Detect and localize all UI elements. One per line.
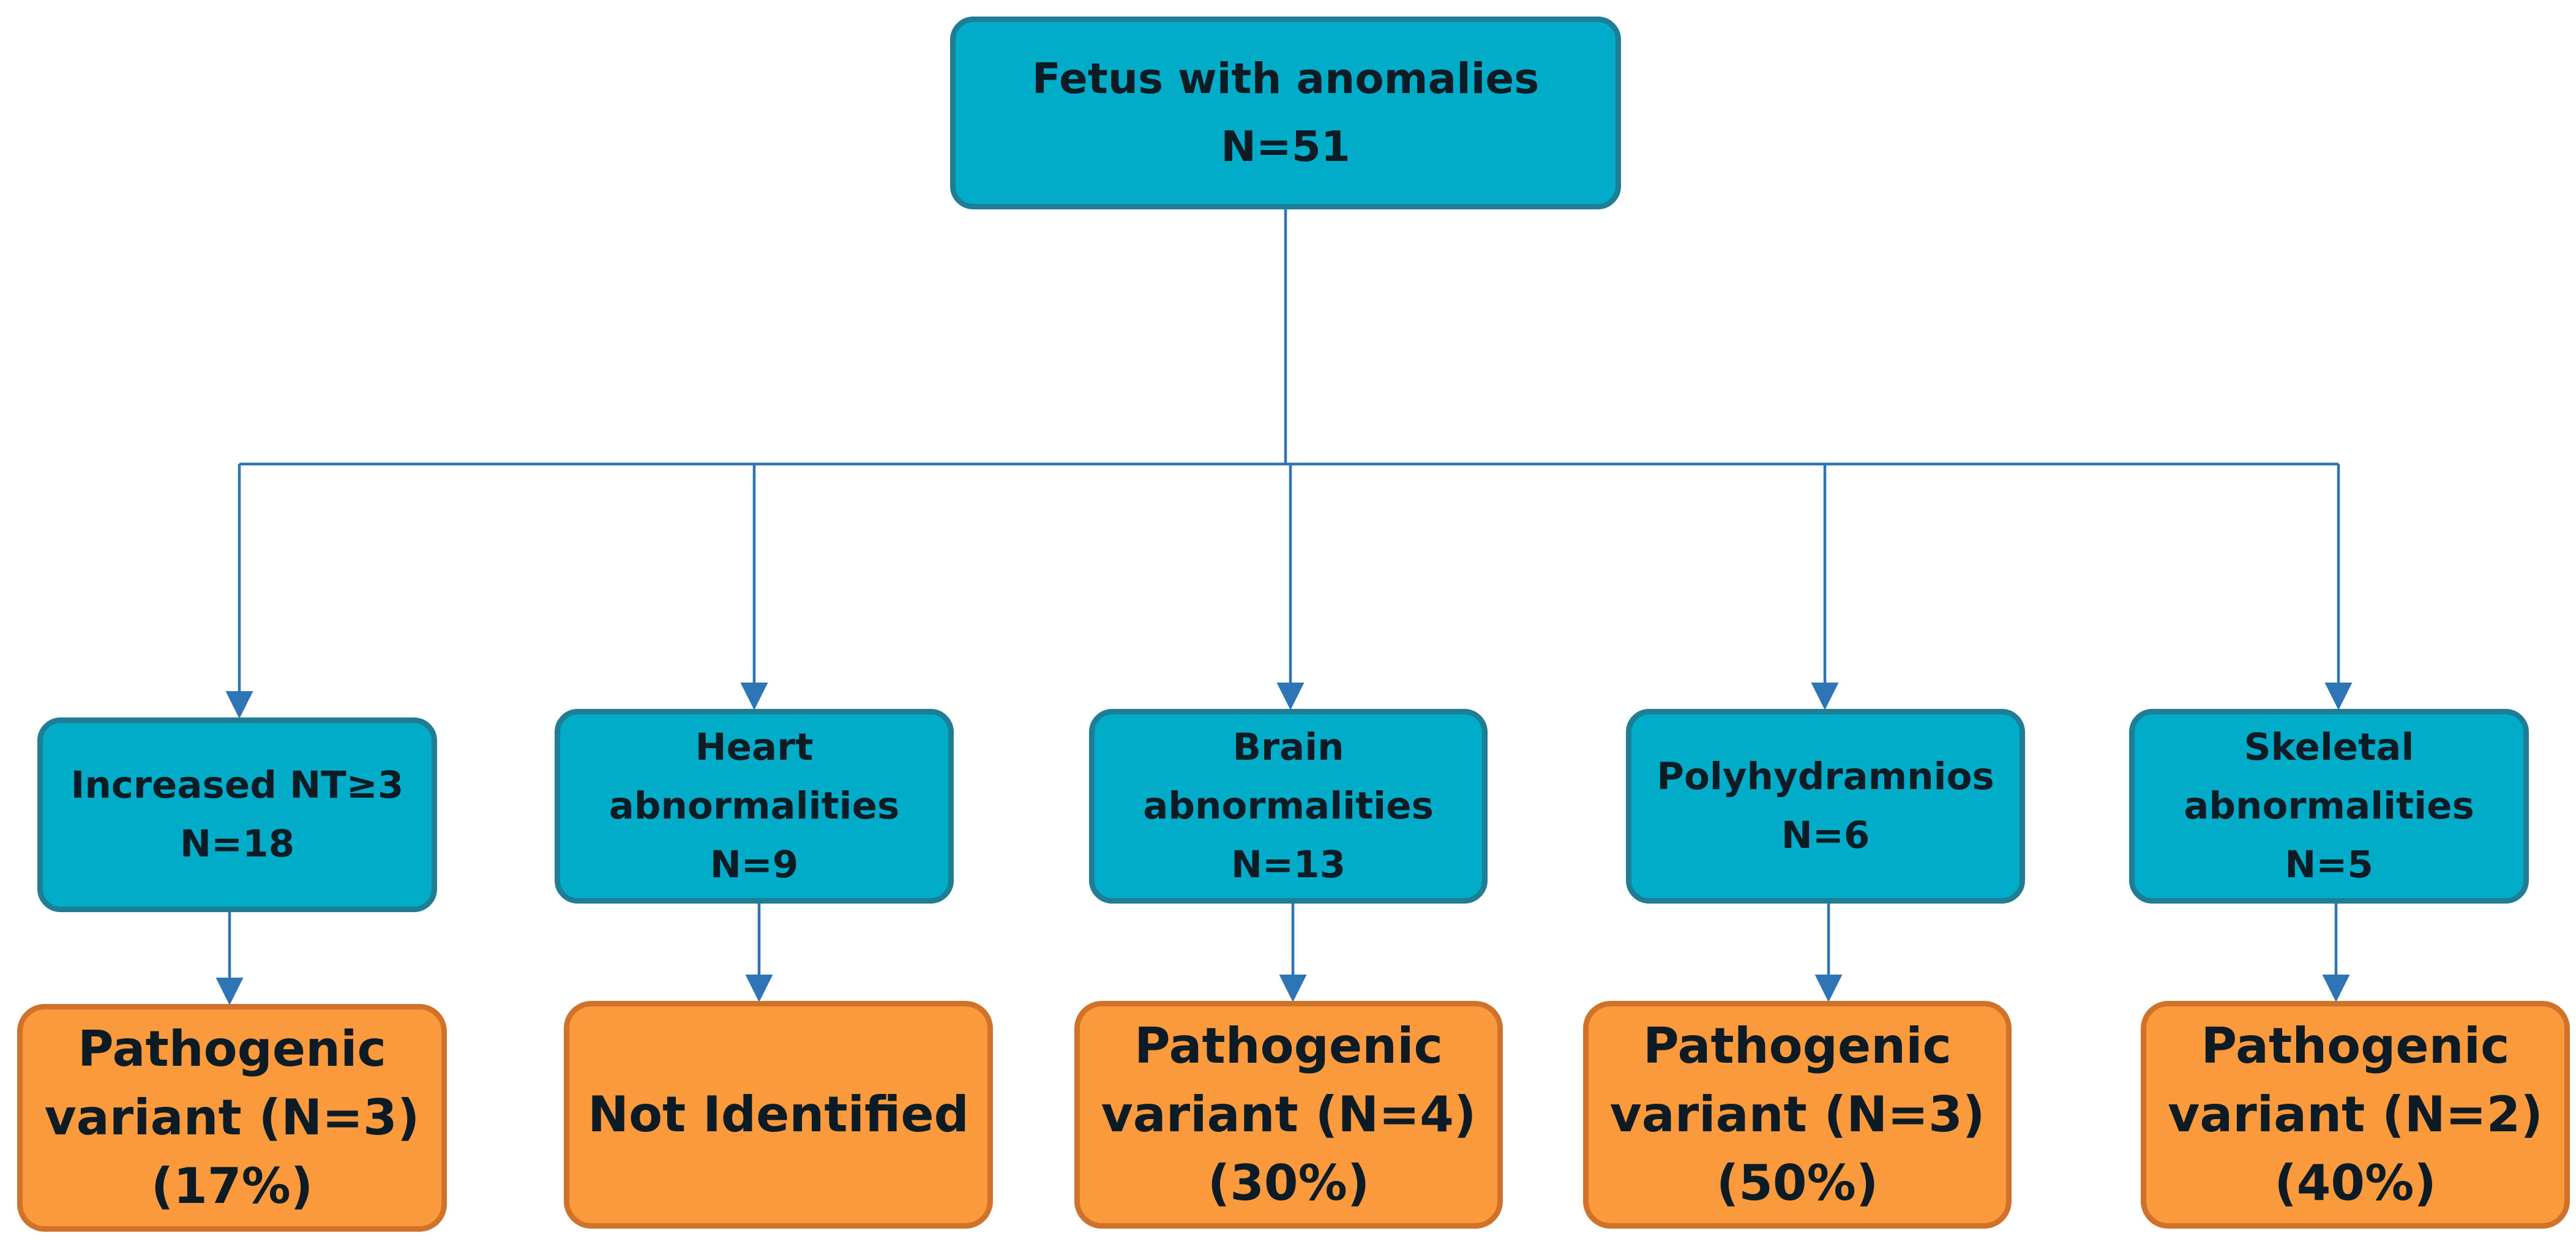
result-label: Pathogenic (78, 1020, 386, 1077)
category-node-skeletal: Skeletal abnormalities N=5 (2129, 709, 2529, 904)
category-node-polyhydramnios: Polyhydramnios N=6 (1626, 709, 2025, 904)
category-label: abnormalities (608, 784, 900, 828)
root-title: Fetus with anomalies (1032, 54, 1540, 103)
result-percent: (17%) (151, 1158, 313, 1215)
result-node-skeletal: Pathogenic variant (N=2) (40%) (2141, 1001, 2570, 1229)
category-count: N=9 (710, 843, 799, 886)
result-label: variant (N=4) (1101, 1086, 1477, 1143)
result-node-heart: Not Identified (564, 1001, 993, 1229)
result-node-polyhydramnios: Pathogenic variant (N=3) (50%) (1583, 1001, 2012, 1229)
result-percent: (40%) (2274, 1155, 2436, 1211)
result-label: variant (N=3) (1609, 1086, 1985, 1143)
result-percent: (50%) (1716, 1155, 1879, 1211)
category-label: Heart (695, 725, 814, 769)
category-count: N=5 (2285, 843, 2373, 886)
category-label: abnormalities (1143, 784, 1434, 828)
category-count: N=6 (1781, 814, 1870, 857)
result-label: Pathogenic (2201, 1017, 2510, 1074)
category-label: Skeletal (2244, 725, 2414, 769)
category-label: Polyhydramnios (1657, 755, 1994, 798)
result-label: Pathogenic (1134, 1017, 1443, 1074)
category-node-heart: Heart abnormalities N=9 (555, 709, 954, 904)
result-node-increased-nt: Pathogenic variant (N=3) (17%) (17, 1004, 447, 1232)
result-label: Not Identified (588, 1086, 969, 1143)
result-label: Pathogenic (1643, 1017, 1952, 1074)
category-node-increased-nt: Increased NT≥3 N=18 (37, 717, 437, 912)
root-count: N=51 (1221, 122, 1350, 171)
result-label: variant (N=3) (44, 1089, 420, 1146)
result-label: variant (N=2) (2168, 1086, 2543, 1143)
category-count: N=18 (179, 822, 295, 866)
category-label: abnormalities (2184, 784, 2474, 828)
root-node: Fetus with anomalies N=51 (950, 17, 1621, 209)
result-percent: (30%) (1207, 1155, 1370, 1211)
result-node-brain: Pathogenic variant (N=4) (30%) (1074, 1001, 1503, 1229)
category-label: Brain (1232, 725, 1344, 769)
category-node-brain: Brain abnormalities N=13 (1089, 709, 1488, 904)
category-count: N=13 (1230, 843, 1346, 886)
category-label: Increased NT≥3 (70, 763, 404, 807)
